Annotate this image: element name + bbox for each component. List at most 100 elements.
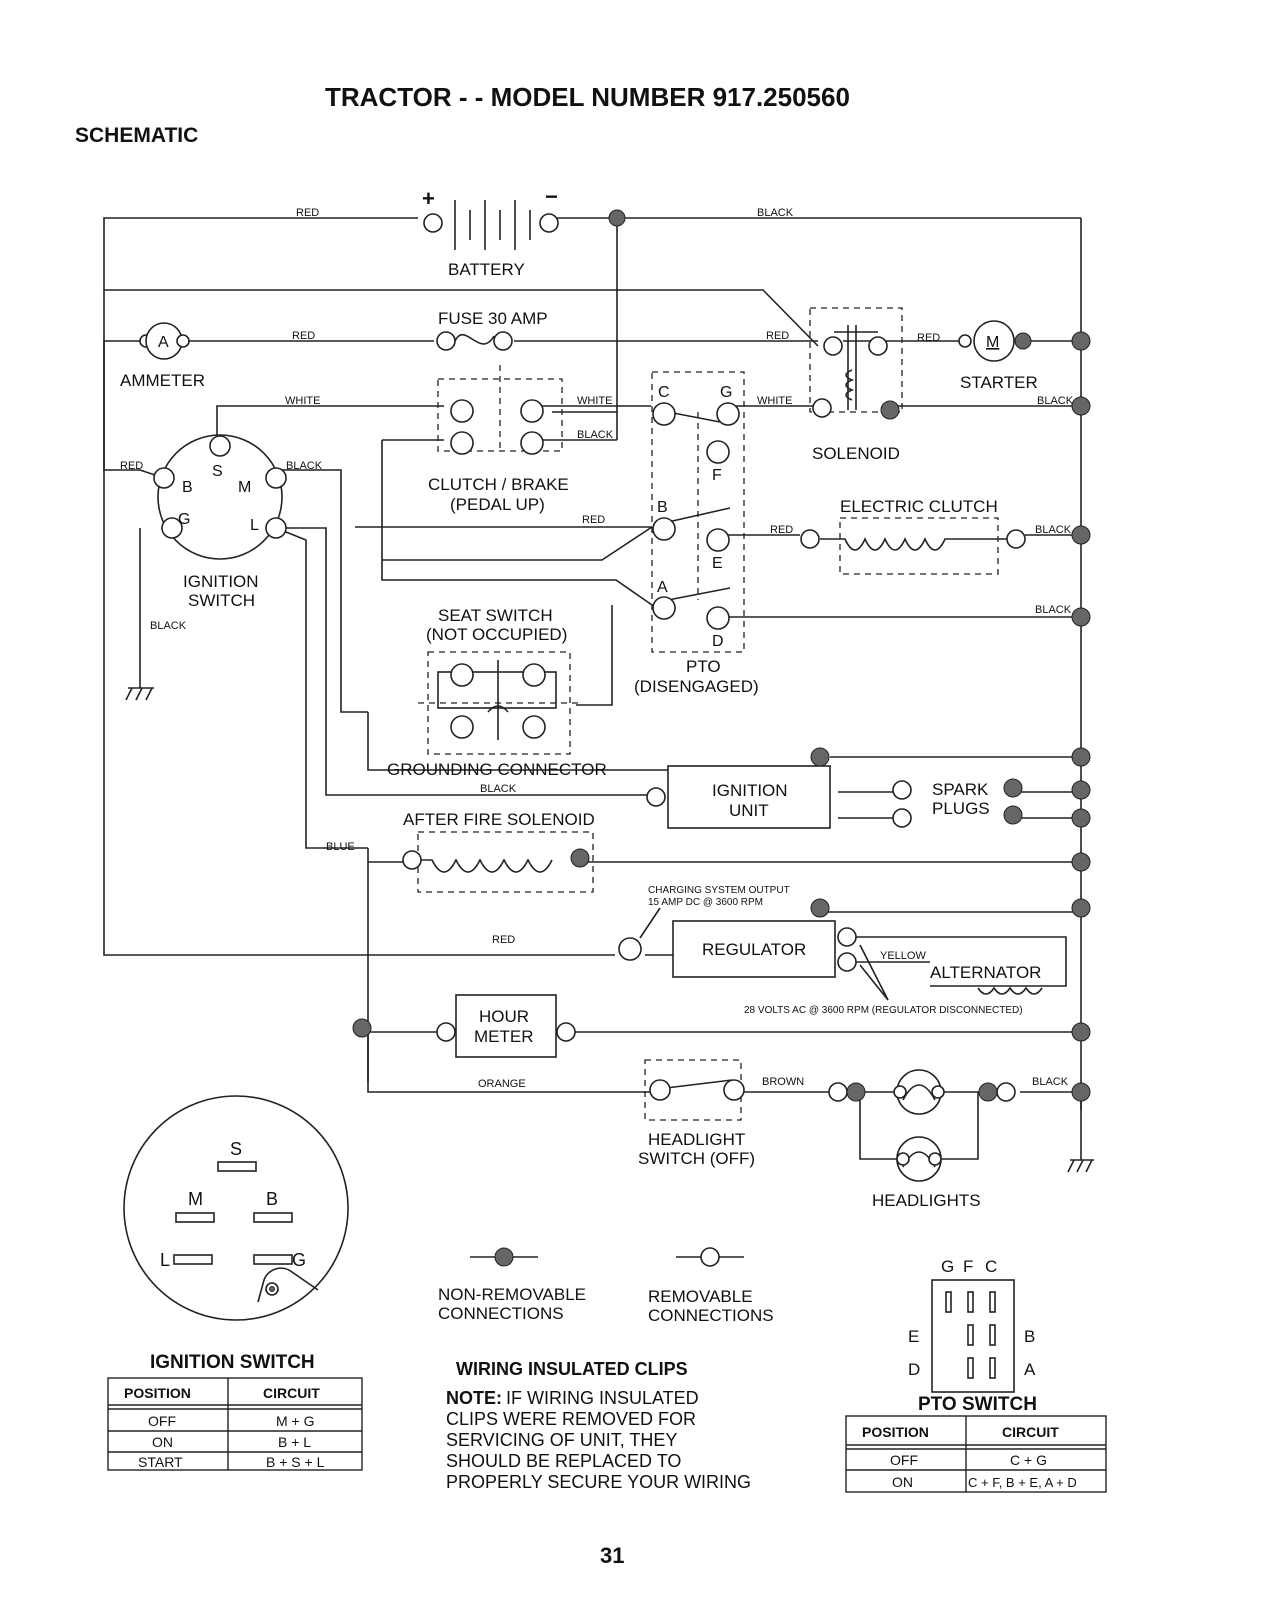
seat-switch-state: (NOT OCCUPIED) — [426, 625, 567, 644]
wire-label-red-solenoid: RED — [766, 330, 789, 342]
solenoid: SOLENOID RED RED WHITE — [757, 307, 940, 463]
seat-switch: SEAT SWITCH (NOT OCCUPIED) — [418, 606, 578, 755]
meter-label: METER — [474, 1027, 534, 1046]
pto-face-b: B — [1024, 1327, 1035, 1346]
wire-label-black-clutch-r: BLACK — [1035, 524, 1072, 536]
charging-output-label2: 15 AMP DC @ 3600 RPM — [648, 897, 763, 908]
legend-non-removable: NON-REMOVABLE — [438, 1285, 586, 1304]
pto-face-f: F — [963, 1257, 973, 1276]
starter-label: STARTER — [960, 373, 1038, 392]
wire-label-black-clutch: BLACK — [577, 429, 614, 441]
after-fire-solenoid: AFTER FIRE SOLENOID BLUE — [326, 810, 595, 893]
seat-switch-label: SEAT SWITCH — [438, 606, 553, 625]
ignition-unit-label: IGNITION — [712, 781, 788, 800]
pto-face-a: A — [1024, 1360, 1036, 1379]
wires — [103, 217, 1082, 1160]
ign-table-header-circuit: CIRCUIT — [263, 1385, 320, 1401]
right-bus-nodes — [1071, 331, 1091, 1102]
wire-label-red-battery: RED — [296, 207, 319, 219]
pto-label: PTO — [686, 657, 721, 676]
pto-row-0-circuit: C + G — [1010, 1452, 1047, 1468]
pto-face-c: C — [985, 1257, 997, 1276]
pto-face-g: G — [941, 1257, 954, 1276]
spark-label: SPARK — [932, 780, 989, 799]
pto-table-header-circuit: CIRCUIT — [1002, 1424, 1059, 1440]
pto-row-1-circuit: C + F, B + E, A + D — [968, 1475, 1077, 1490]
wire-label-white-clutch: WHITE — [285, 395, 320, 407]
note-line-3: SHOULD BE REPLACED TO — [446, 1451, 681, 1471]
pto-face-e: E — [908, 1327, 919, 1346]
ign-term-m: M — [238, 479, 251, 496]
pto-term-g: G — [720, 384, 732, 401]
pto-term-b: B — [657, 499, 668, 516]
wire-label-red-starter: RED — [917, 332, 940, 344]
page-number: 31 — [600, 1543, 624, 1568]
ignition-unit-label2: UNIT — [729, 801, 769, 820]
page-title: TRACTOR - - MODEL NUMBER 917.250560 — [325, 82, 850, 112]
note-line-1: CLIPS WERE REMOVED FOR — [446, 1409, 696, 1429]
ign-row-1-circuit: B + L — [278, 1434, 311, 1450]
pto-row-1-position: ON — [892, 1474, 913, 1490]
ign-row-0-circuit: M + G — [276, 1413, 315, 1429]
battery: + − BATTERY RED BLACK — [296, 184, 794, 279]
pto-switch: C G F B E A D PTO (DISENGAGED) RED — [582, 371, 759, 696]
ammeter-label: AMMETER — [120, 371, 205, 390]
ign-row-2-position: START — [138, 1454, 183, 1470]
fuse-label: FUSE 30 AMP — [438, 309, 548, 328]
ign-term-l: L — [250, 517, 259, 534]
electric-clutch: ELECTRIC CLUTCH RED BLACK BLACK — [770, 497, 1072, 616]
face-label-m: M — [188, 1189, 203, 1209]
legend-non-removable2: CONNECTIONS — [438, 1304, 564, 1323]
headlights-label: HEADLIGHTS — [872, 1191, 981, 1210]
wire-label-black-grounding: BLACK — [480, 783, 517, 795]
headlight-switch-label: HEADLIGHT — [648, 1130, 745, 1149]
wiring-clips-note: WIRING INSULATED CLIPS NOTE: IF WIRING I… — [446, 1359, 751, 1492]
battery-minus-label: − — [545, 184, 558, 209]
clutch-brake-switch: CLUTCH / BRAKE (PEDAL UP) WHITE WHITE BL… — [285, 365, 614, 514]
grounding-connector-label: GROUNDING CONNECTOR — [387, 760, 607, 779]
note-line-2: SERVICING OF UNIT, THEY — [446, 1430, 677, 1450]
ign-row-1-position: ON — [152, 1434, 173, 1450]
charging-output-label: CHARGING SYSTEM OUTPUT — [648, 885, 790, 896]
pto-switch-face: G F C E B D A — [908, 1257, 1036, 1393]
wire-label-white-solenoid: WHITE — [757, 395, 792, 407]
clutch-brake-state: (PEDAL UP) — [450, 495, 545, 514]
ammeter: A AMMETER — [120, 322, 205, 390]
wire-label-red-ign: RED — [120, 460, 143, 472]
pto-term-c: C — [658, 384, 670, 401]
note-line-4: PROPERLY SECURE YOUR WIRING — [446, 1472, 751, 1492]
ign-row-2-circuit: B + S + L — [266, 1454, 325, 1470]
pto-table-title: PTO SWITCH — [918, 1394, 1037, 1415]
ignition-unit: GROUNDING CONNECTOR BLACK IGNITION UNIT … — [387, 747, 1023, 829]
pto-table: PTO SWITCH POSITION CIRCUIT OFF C + G ON… — [845, 1394, 1107, 1493]
hour-meter: HOUR METER — [352, 994, 576, 1058]
wire-label-orange: ORANGE — [478, 1078, 526, 1090]
ignition-table-title: IGNITION SWITCH — [150, 1352, 315, 1373]
pto-table-header-position: POSITION — [862, 1424, 929, 1440]
connection-legend: NON-REMOVABLE CONNECTIONS REMOVABLE CONN… — [438, 1247, 774, 1325]
ignition-switch: S B M G L IGNITION SWITCH RED BLACK BLAC… — [120, 434, 323, 701]
ign-row-0-position: OFF — [148, 1413, 176, 1429]
fuse: FUSE 30 AMP RED — [292, 309, 548, 351]
wire-label-black-headlights: BLACK — [1032, 1076, 1069, 1088]
page-subtitle: SCHEMATIC — [75, 124, 198, 147]
wire-label-yellow: YELLOW — [880, 950, 926, 962]
wire-label-black-ground: BLACK — [150, 620, 187, 632]
regulator: CHARGING SYSTEM OUTPUT 15 AMP DC @ 3600 … — [492, 885, 1067, 1016]
solenoid-label: SOLENOID — [812, 444, 900, 463]
ign-term-b: B — [182, 479, 193, 496]
wire-label-white-pto: WHITE — [577, 395, 612, 407]
wire-label-red-regulator: RED — [492, 934, 515, 946]
electric-clutch-label: ELECTRIC CLUTCH — [840, 497, 998, 516]
wire-label-black-starter: BLACK — [1037, 395, 1074, 407]
note-line-0: IF WIRING INSULATED — [506, 1388, 699, 1408]
pto-face-d: D — [908, 1360, 920, 1379]
battery-label: BATTERY — [448, 260, 525, 279]
after-fire-label: AFTER FIRE SOLENOID — [403, 810, 595, 829]
hour-label: HOUR — [479, 1007, 529, 1026]
wire-label-black-ign: BLACK — [286, 460, 323, 472]
alternator-note: 28 VOLTS AC @ 3600 RPM (REGULATOR DISCON… — [744, 1005, 1023, 1016]
ignition-table: IGNITION SWITCH POSITION CIRCUIT OFF M +… — [107, 1352, 363, 1471]
legend-removable2: CONNECTIONS — [648, 1306, 774, 1325]
